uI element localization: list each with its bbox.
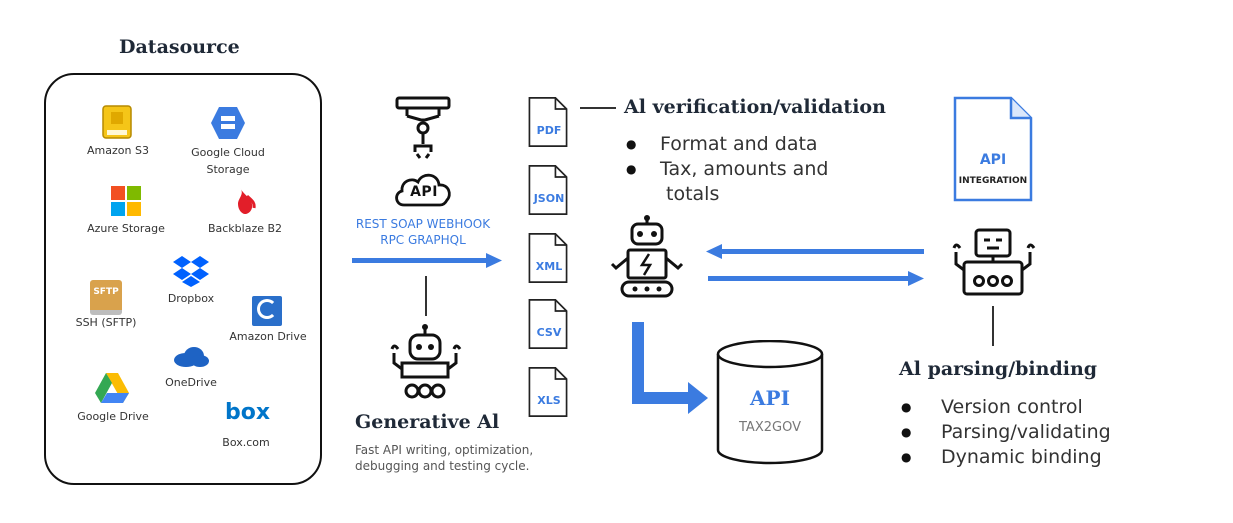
arrow-right-to-integration: [708, 271, 924, 286]
backblaze-b2-label: Backblaze B2: [207, 222, 283, 235]
document-icon: [528, 97, 568, 147]
file-type-label: JSON: [533, 192, 565, 205]
amazon-s3-label: Amazon S3: [87, 144, 149, 157]
onedrive-label: OneDrive: [165, 376, 217, 389]
azure-storage-icon: [111, 186, 141, 216]
parsing-item: Version control: [899, 395, 1139, 420]
dropbox-icon: [173, 256, 209, 287]
google-drive-icon: [95, 373, 129, 403]
azure-storage-label: Azure Storage: [87, 222, 165, 235]
file-type-label: CSV: [536, 326, 562, 339]
protocols-line-1: REST SOAP WEBHOOK: [355, 217, 491, 231]
sftp-icon: SFTP: [90, 280, 122, 315]
protocols-line-2: RPC GRAPHQL: [380, 233, 466, 247]
datasource-panel: [44, 73, 322, 485]
amazon-drive-icon: [252, 296, 282, 326]
file-type-label: XML: [535, 260, 563, 273]
cloud-api-text: API: [410, 184, 438, 200]
onedrive-icon: [174, 347, 209, 367]
connector-api-generative: [425, 276, 427, 316]
verification-item-cont: totals: [666, 183, 720, 205]
amazon-s3-icon: [102, 105, 132, 139]
google-cloud-storage-label: Google Cloud Storage: [191, 146, 265, 176]
datasource-title: Datasource: [119, 36, 240, 58]
connector-robot-parsing: [992, 306, 994, 346]
verification-title: Al verification/validation: [624, 96, 886, 118]
verification-item: Format and data: [624, 132, 884, 157]
integration-doc-api: API: [979, 152, 1007, 168]
box-logo-icon: box: [225, 400, 271, 425]
database-icon: [716, 340, 824, 465]
parsing-robot-icon: [952, 228, 1036, 296]
integration-doc-label: INTEGRATION: [958, 176, 1028, 186]
document-icon: [528, 165, 568, 215]
parsing-list: Version control Parsing/validating Dynam…: [899, 395, 1139, 470]
arrow-to-database: [632, 322, 708, 414]
generative-robot-icon: [390, 324, 462, 399]
sftp-badge: SFTP: [93, 287, 119, 297]
verification-item: Tax, amounts and: [624, 157, 884, 182]
arrow-left-to-validation: [706, 244, 924, 259]
database-title: API: [750, 386, 790, 410]
connector-pdf-verification: [580, 107, 616, 109]
file-type-label: PDF: [536, 124, 562, 137]
parsing-item: Parsing/validating: [899, 420, 1139, 445]
backblaze-b2-icon: [238, 188, 256, 214]
parsing-title: Al parsing/binding: [899, 358, 1098, 380]
document-icon: [528, 367, 568, 417]
arrow-to-files: [352, 253, 502, 268]
database-subtitle: TAX2GOV: [739, 420, 801, 435]
parsing-item: Dynamic binding: [899, 445, 1139, 470]
sftp-label: SSH (SFTP): [75, 316, 137, 329]
generative-title: Generative Al: [355, 411, 500, 433]
generative-desc-2: debugging and testing cycle.: [355, 459, 530, 473]
cloud-api-icon: [395, 173, 451, 207]
document-icon: [528, 299, 568, 349]
robot-arm-icon: [395, 96, 451, 159]
amazon-drive-label: Amazon Drive: [229, 330, 307, 343]
document-icon: [528, 233, 568, 283]
verification-list: Format and data Tax, amounts and totals: [624, 132, 884, 207]
google-cloud-storage-icon: [211, 107, 245, 139]
validation-robot-icon: [610, 215, 684, 298]
api-integration-document-icon: [953, 96, 1033, 202]
box-label: Box.com: [222, 436, 270, 449]
google-drive-label: Google Drive: [77, 410, 149, 423]
dropbox-label: Dropbox: [167, 292, 215, 305]
file-type-label: XLS: [537, 394, 561, 407]
generative-desc-1: Fast API writing, optimization,: [355, 443, 534, 457]
